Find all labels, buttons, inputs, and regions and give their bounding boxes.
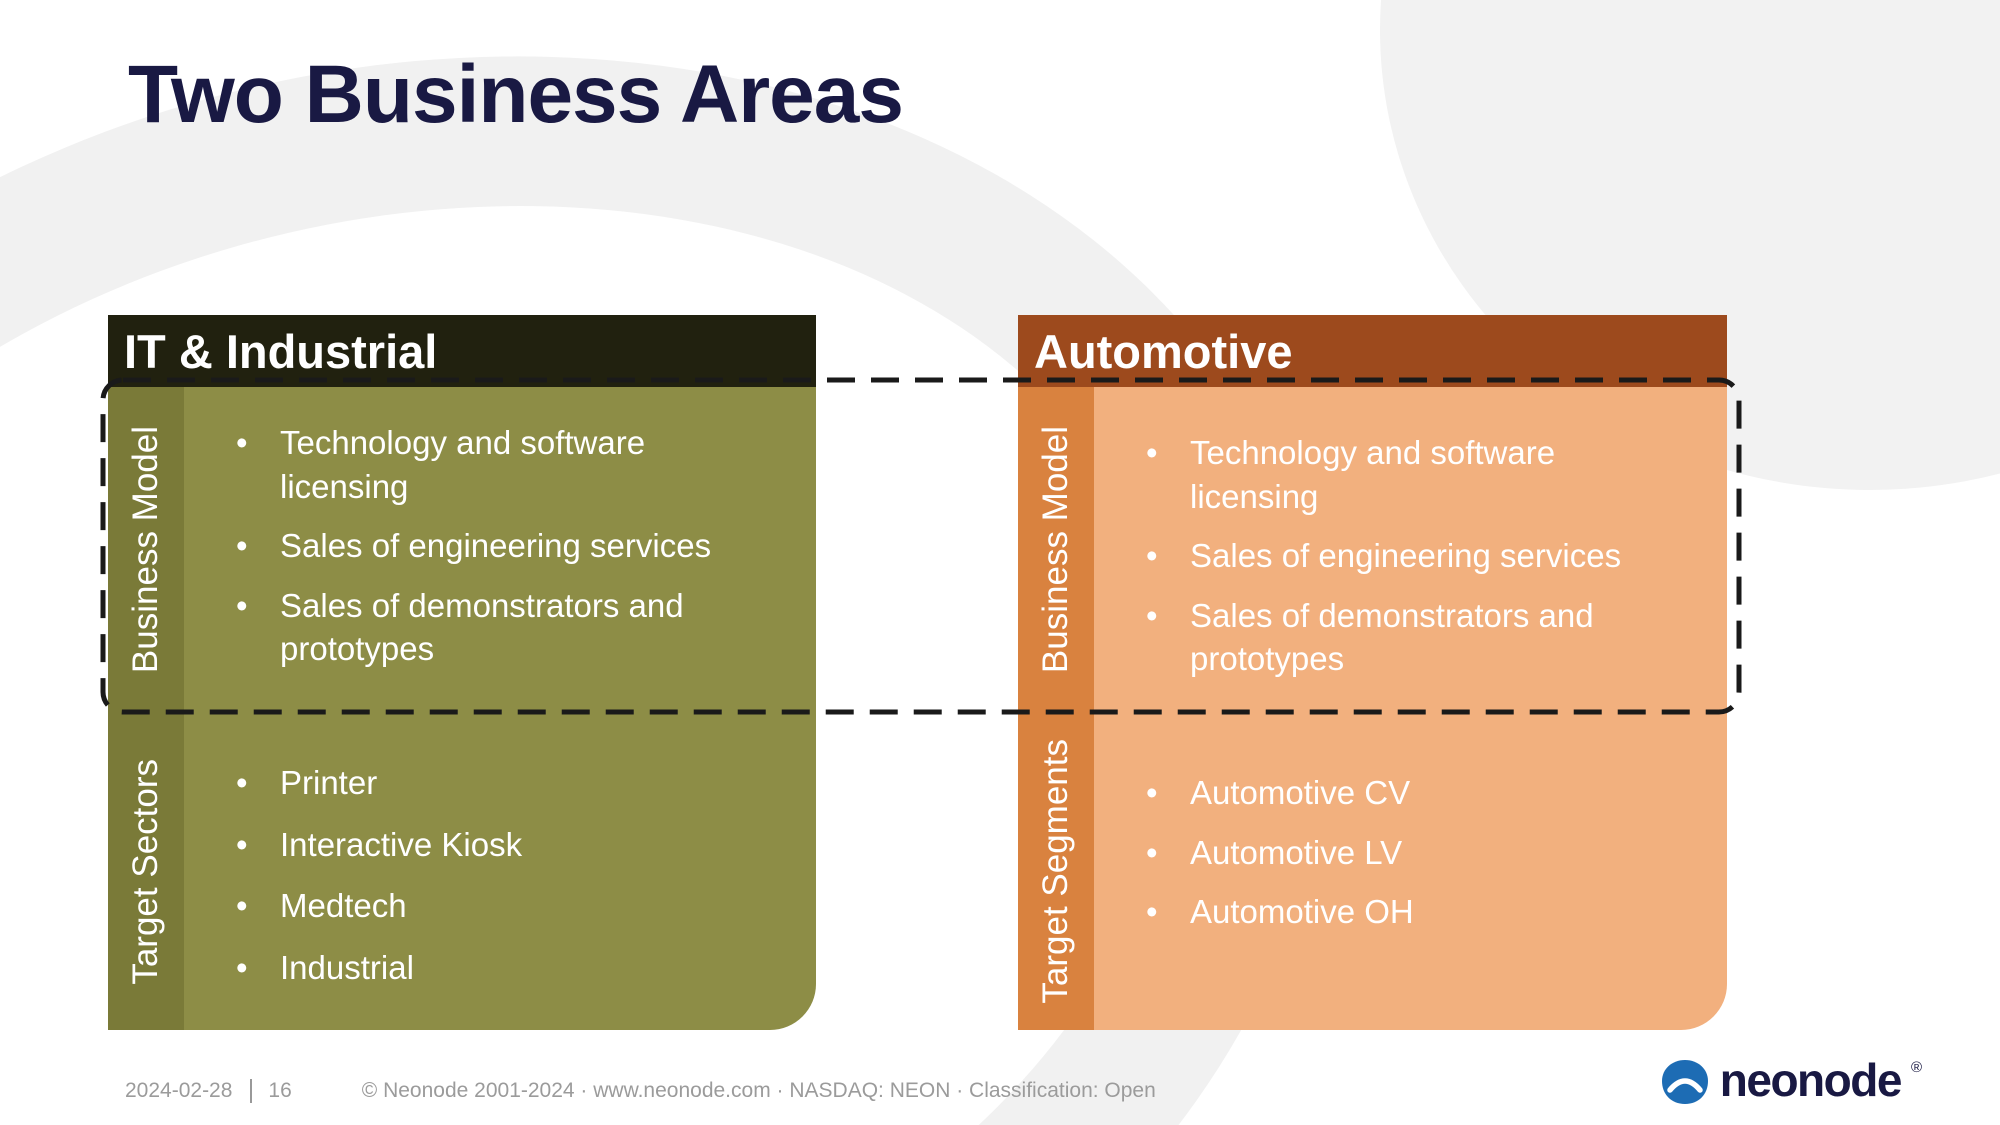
side-col-business-model: Business Model <box>108 387 184 713</box>
bullet-item: Sales of engineering services <box>1134 534 1671 578</box>
side-col-business-model: Business Model <box>1018 387 1094 713</box>
bullet-item: Technology and software licensing <box>1134 431 1671 518</box>
bullet-item: Technology and software licensing <box>224 421 760 508</box>
side-col-target-sectors: Target Sectors <box>108 713 184 1030</box>
bullet-item: Sales of demonstrators and prototypes <box>224 584 760 671</box>
section-content-target-segments: Automotive CV Automotive LV Automotive O… <box>1094 713 1727 1030</box>
bullet-list-target-segments: Automotive CV Automotive LV Automotive O… <box>1094 713 1727 934</box>
bullet-item: Sales of demonstrators and prototypes <box>1134 594 1671 681</box>
footer: 2024-02-28 16 © Neonode 2001-2024 · www.… <box>125 1079 1156 1103</box>
bullet-item: Automotive OH <box>1134 890 1671 934</box>
side-label-target-segments: Target Segments <box>1036 739 1075 1004</box>
section-target-sectors: Target Sectors Printer Interactive Kiosk… <box>108 713 816 1030</box>
bullet-list-target-sectors: Printer Interactive Kiosk Medtech Indust… <box>184 713 816 989</box>
bullet-item: Sales of engineering services <box>224 524 760 568</box>
bullet-item: Industrial <box>224 946 760 990</box>
footer-copyright: © Neonode 2001-2024 · www.neonode.com · … <box>361 1079 1156 1102</box>
panel-automotive-body: Business Model Technology and software l… <box>1018 387 1727 1030</box>
bullet-item: Medtech <box>224 884 760 928</box>
side-label-business-model: Business Model <box>126 426 165 674</box>
section-target-segments: Target Segments Automotive CV Automotive… <box>1018 713 1727 1030</box>
neonode-logo-text: neonode <box>1719 1054 1903 1106</box>
footer-date: 2024-02-28 <box>125 1079 233 1102</box>
footer-page-number: 16 <box>250 1079 292 1103</box>
section-business-model: Business Model Technology and software l… <box>1018 387 1727 713</box>
panel-automotive-header: Automotive <box>1018 315 1727 387</box>
bullet-list-business-model: Technology and software licensing Sales … <box>184 387 816 671</box>
panel-automotive: Automotive Business Model Technology and… <box>1018 315 1727 1030</box>
panel-it-industrial-header: IT & Industrial <box>108 315 816 387</box>
neonode-logo: neonode ® <box>1660 1057 1922 1105</box>
bullet-item: Automotive CV <box>1134 771 1671 815</box>
bullet-item: Interactive Kiosk <box>224 823 760 867</box>
side-label-target-sectors: Target Sectors <box>126 758 165 985</box>
panel-it-industrial: IT & Industrial Business Model Technolog… <box>108 315 816 1030</box>
panel-it-industrial-body: Business Model Technology and software l… <box>108 387 816 1030</box>
bullet-list-business-model: Technology and software licensing Sales … <box>1094 387 1727 681</box>
section-business-model: Business Model Technology and software l… <box>108 387 816 713</box>
bullet-item: Printer <box>224 761 760 805</box>
page-title: Two Business Areas <box>128 49 904 140</box>
neonode-logo-icon <box>1661 1060 1708 1104</box>
bullet-item: Automotive LV <box>1134 831 1671 875</box>
registered-trademark-icon: ® <box>1910 1059 1922 1076</box>
section-content-business-model: Technology and software licensing Sales … <box>184 387 816 713</box>
section-content-target-sectors: Printer Interactive Kiosk Medtech Indust… <box>184 713 816 1030</box>
side-label-business-model: Business Model <box>1036 426 1075 674</box>
section-content-business-model: Technology and software licensing Sales … <box>1094 387 1727 713</box>
side-col-target-segments: Target Segments <box>1018 713 1094 1030</box>
